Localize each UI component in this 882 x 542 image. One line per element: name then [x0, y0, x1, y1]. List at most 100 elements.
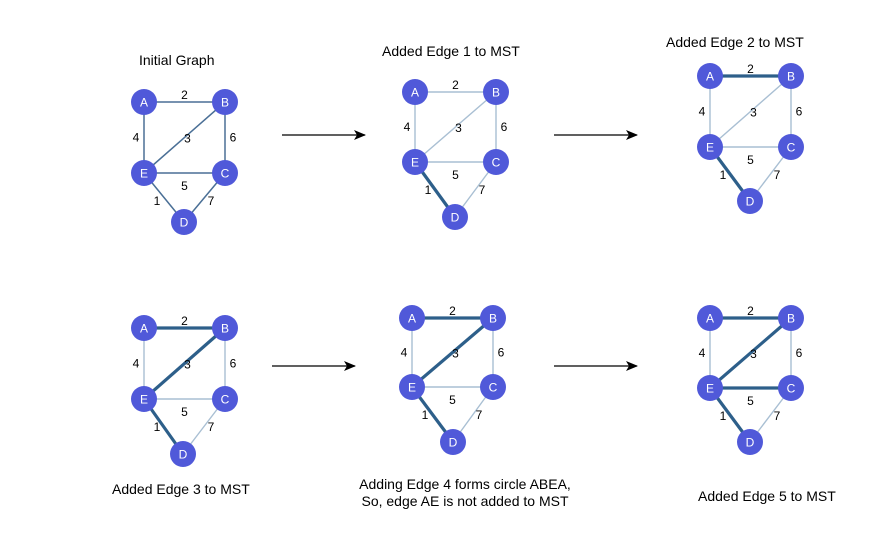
node-circle — [212, 160, 238, 186]
node-label: C — [787, 141, 796, 155]
edge-weight-ab: 2 — [449, 304, 456, 318]
node-c: C — [212, 160, 238, 186]
node-label: D — [451, 211, 460, 225]
edge-weight-ae: 4 — [699, 346, 706, 360]
node-a: A — [131, 89, 157, 115]
node-d: D — [442, 204, 468, 230]
node-label: E — [706, 141, 714, 155]
node-circle — [399, 374, 425, 400]
edge-weight-cd: 7 — [479, 183, 486, 197]
edge-weight-bc: 6 — [501, 120, 508, 134]
panel-6-caption: Added Edge 5 to MST — [698, 488, 836, 504]
panel-3-caption: Added Edge 2 to MST — [666, 34, 804, 50]
edge-eb — [143, 101, 226, 174]
node-b: B — [212, 315, 238, 341]
node-circle — [778, 375, 804, 401]
edge-weight-ed: 1 — [154, 194, 161, 208]
node-circle — [399, 305, 425, 331]
node-circle — [402, 79, 428, 105]
node-label: D — [180, 216, 189, 230]
edge-weight-ab: 2 — [747, 62, 754, 76]
node-label: C — [492, 156, 501, 170]
node-label: D — [449, 436, 458, 450]
node-circle — [212, 89, 238, 115]
node-e: E — [131, 386, 157, 412]
node-b: B — [480, 305, 506, 331]
edge-weight-ed: 1 — [425, 183, 432, 197]
node-a: A — [402, 79, 428, 105]
edge-weight-ae: 4 — [133, 131, 140, 145]
node-b: B — [778, 63, 804, 89]
node-circle — [483, 79, 509, 105]
node-circle — [737, 188, 763, 214]
node-label: B — [787, 312, 795, 326]
edge-weight-bc: 6 — [796, 105, 803, 119]
node-d: D — [737, 429, 763, 455]
node-circle — [697, 134, 723, 160]
node-circle — [212, 315, 238, 341]
node-circle — [480, 305, 506, 331]
edge-weight-ae: 4 — [699, 105, 706, 119]
node-label: B — [221, 322, 229, 336]
node-a: A — [697, 305, 723, 331]
edge-weight-ec: 5 — [449, 393, 456, 407]
node-a: A — [399, 305, 425, 331]
edge-weight-ab: 2 — [181, 314, 188, 328]
node-c: C — [778, 375, 804, 401]
node-circle — [697, 305, 723, 331]
edge-weight-cd: 7 — [476, 408, 483, 422]
edge-weight-ab: 2 — [181, 88, 188, 102]
node-e: E — [697, 375, 723, 401]
node-circle — [697, 63, 723, 89]
node-d: D — [440, 429, 466, 455]
edge-weight-cd: 7 — [774, 168, 781, 182]
panel-5-caption-line-2: So, edge AE is not added to MST — [361, 493, 569, 509]
node-d: D — [170, 441, 196, 467]
node-e: E — [697, 134, 723, 160]
edge-weight-ed: 1 — [720, 168, 727, 182]
node-label: C — [221, 167, 230, 181]
node-b: B — [483, 79, 509, 105]
edge-weight-eb: 3 — [750, 106, 757, 120]
node-label: B — [787, 70, 795, 84]
node-circle — [170, 441, 196, 467]
node-label: A — [706, 312, 714, 326]
edge-weight-ec: 5 — [747, 153, 754, 167]
node-e: E — [131, 160, 157, 186]
node-d: D — [737, 188, 763, 214]
edge-weight-bc: 6 — [230, 357, 237, 371]
node-label: C — [489, 381, 498, 395]
edge-weight-cd: 7 — [208, 194, 215, 208]
node-label: D — [746, 436, 755, 450]
node-e: E — [399, 374, 425, 400]
edge-weight-ae: 4 — [133, 357, 140, 371]
node-circle — [737, 429, 763, 455]
edge-weight-ec: 5 — [181, 179, 188, 193]
node-b: B — [212, 89, 238, 115]
node-label: E — [706, 382, 714, 396]
panel-2-caption: Added Edge 1 to MST — [382, 43, 520, 59]
edge-weight-cd: 7 — [208, 420, 215, 434]
node-label: C — [787, 382, 796, 396]
node-circle — [402, 149, 428, 175]
edge-eb — [142, 326, 227, 401]
edge-eb — [708, 316, 793, 390]
node-circle — [131, 315, 157, 341]
edge-weight-ed: 1 — [154, 420, 161, 434]
node-label: B — [492, 86, 500, 100]
node-a: A — [697, 63, 723, 89]
node-circle — [442, 204, 468, 230]
edge-weight-ae: 4 — [404, 120, 411, 134]
node-c: C — [480, 374, 506, 400]
edge-eb — [709, 75, 792, 148]
node-circle — [483, 149, 509, 175]
node-circle — [440, 429, 466, 455]
node-label: D — [746, 195, 755, 209]
node-label: E — [411, 156, 419, 170]
node-a: A — [131, 315, 157, 341]
